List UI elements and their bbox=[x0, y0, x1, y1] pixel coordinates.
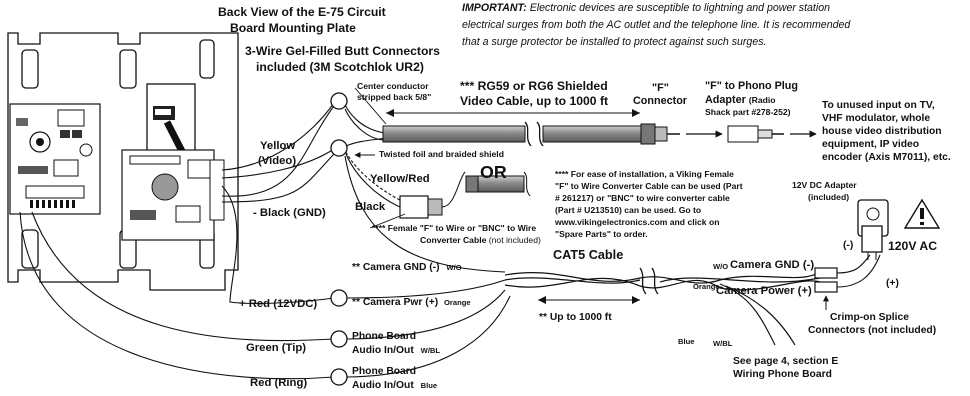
adapter-included: (included) bbox=[808, 192, 850, 202]
wire-yellow-label: Yellow bbox=[260, 140, 296, 152]
phono-adapter-title: "F" to Phono Plug bbox=[705, 80, 798, 92]
cat5-cable bbox=[504, 267, 821, 346]
power-adapter bbox=[857, 199, 889, 260]
important-label: IMPORTANT: bbox=[462, 2, 527, 14]
plus-label: (+) bbox=[886, 278, 899, 289]
viking-note-4: (Part # U213510) can be used. Go to bbox=[555, 205, 702, 215]
yellow-red-label: Yellow/Red bbox=[370, 173, 430, 185]
phone-board-1-audio: Audio In/Out bbox=[352, 345, 414, 356]
destination-line-2: VHF modulator, whole bbox=[822, 113, 931, 124]
wire-orange-right: Orange bbox=[693, 282, 720, 291]
cat5-label: CAT5 Cable bbox=[553, 248, 624, 262]
ac-label: 120V AC bbox=[888, 239, 937, 253]
camera-pwr-left-text: ** Camera Pwr (+) bbox=[352, 297, 439, 308]
phone-board-1-subtitle: Audio In/Out W/BL bbox=[352, 345, 440, 357]
wire-wbl-left: W/BL bbox=[420, 346, 441, 355]
twisted-shield-label: Twisted foil and braided shield bbox=[379, 149, 504, 159]
butt-connector bbox=[330, 92, 348, 386]
important-note: IMPORTANT: Electronic devices are suscep… bbox=[462, 2, 831, 15]
see-page-label-2: Wiring Phone Board bbox=[733, 369, 832, 380]
center-conductor-label-2: stripped back 5/8" bbox=[357, 92, 432, 102]
video-cable-title: *** RG59 or RG6 Shielded bbox=[460, 79, 608, 93]
wire-red-12vdc-label: + Red (12VDC) bbox=[239, 298, 318, 310]
adapter-label: 12V DC Adapter bbox=[792, 180, 857, 190]
viking-note-6: "Spare Parts" to order. bbox=[555, 229, 648, 239]
phono-adapter-word: Adapter bbox=[705, 94, 746, 106]
wire-blue-left: Blue bbox=[420, 381, 438, 390]
important-line-1: Electronic devices are susceptible to li… bbox=[529, 2, 831, 14]
cat5-length-label: ** Up to 1000 ft bbox=[539, 312, 612, 323]
viking-note-3: # 261217) or "BNC" to wire converter cab… bbox=[555, 193, 730, 203]
f-connector-label: "F" bbox=[652, 82, 669, 94]
crimp-connector bbox=[814, 267, 838, 293]
important-line-3: that a surge protector be installed to p… bbox=[462, 36, 767, 48]
crimp-label-2: Connectors (not included) bbox=[808, 325, 937, 336]
wire-orange-left: Orange bbox=[444, 298, 471, 307]
black-label: Black bbox=[355, 201, 386, 213]
camera-gnd-right-label: Camera GND (-) bbox=[730, 259, 815, 271]
destination-line-1: To unused input on TV, bbox=[822, 100, 935, 111]
connector-wires bbox=[344, 104, 511, 378]
phone-board-2-audio: Audio In/Out bbox=[352, 380, 414, 391]
right-circuit-board bbox=[121, 149, 225, 241]
female-f-note-not-included: (not included) bbox=[488, 235, 541, 245]
phono-adapter-radio: (Radio bbox=[748, 95, 776, 105]
viking-note-1: **** For ease of installation, a Viking … bbox=[555, 169, 734, 179]
wire-wo-left: W/O bbox=[446, 263, 462, 272]
wire-black-gnd-label: - Black (GND) bbox=[253, 207, 326, 219]
wire-red-ring-label: Red (Ring) bbox=[250, 377, 308, 389]
f-connector-label-2: Connector bbox=[633, 95, 687, 107]
see-page-label: See page 4, section E bbox=[733, 356, 839, 367]
wire-wo-right: W/O bbox=[713, 262, 729, 271]
converter-cable bbox=[399, 171, 531, 219]
destination-line-5: encoder (Axis M7011), etc. bbox=[822, 152, 951, 163]
coax-cable bbox=[382, 121, 680, 147]
or-label: OR bbox=[480, 162, 507, 182]
back-view-subtitle: Board Mounting Plate bbox=[230, 21, 356, 35]
destination-line-4: equipment, IP video bbox=[822, 139, 920, 150]
phono-adapter-part: Shack part #278-252) bbox=[705, 107, 791, 117]
wire-wbl-right: W/BL bbox=[713, 339, 733, 348]
phone-board-1-title: Phone Board bbox=[352, 331, 417, 342]
left-circuit-board bbox=[9, 103, 101, 215]
board-wires bbox=[19, 102, 335, 380]
warning-icon bbox=[903, 198, 941, 229]
phone-board-2-title: Phone Board bbox=[352, 366, 417, 377]
female-f-note-cable: Converter Cable bbox=[420, 235, 487, 245]
important-line-2: electrical surges from both the AC outle… bbox=[462, 19, 851, 31]
wire-video-label: (Video) bbox=[258, 155, 297, 167]
camera-gnd-left-text: ** Camera GND (-) bbox=[352, 262, 440, 273]
back-view-title: Back View of the E-75 Circuit bbox=[218, 5, 386, 19]
butt-connectors-subtitle: included (3M Scotchlok UR2) bbox=[256, 60, 424, 74]
crimp-label: Crimp-on Splice bbox=[830, 312, 909, 323]
destination-line-3: house video distribution bbox=[822, 126, 942, 137]
viking-note-5: www.vikingelectronics.com and click on bbox=[555, 217, 720, 227]
camera-power-right-label: Camera Power (+) bbox=[716, 285, 812, 297]
female-f-note-2: Converter Cable (not included) bbox=[420, 235, 541, 246]
female-f-note: **** Female "F" to Wire or "BNC" to Wire bbox=[372, 223, 537, 233]
center-conductor-label: Center conductor bbox=[357, 81, 429, 91]
video-cable-subtitle: Video Cable, up to 1000 ft bbox=[460, 94, 609, 108]
minus-label: (-) bbox=[843, 240, 854, 251]
phone-board-2-subtitle: Audio In/Out Blue bbox=[352, 380, 437, 392]
viking-note-2: "F" to Wire Converter Cable can be used … bbox=[555, 181, 743, 191]
butt-connectors-title: 3-Wire Gel-Filled Butt Connectors bbox=[245, 44, 440, 58]
wire-green-tip-label: Green (Tip) bbox=[246, 342, 307, 354]
wire-blue-right: Blue bbox=[678, 337, 695, 346]
camera-pwr-left-label: ** Camera Pwr (+) Orange bbox=[352, 297, 471, 309]
phono-adapter bbox=[727, 125, 784, 143]
camera-gnd-left-label: ** Camera GND (-) W/O bbox=[352, 262, 462, 274]
phono-adapter-line-2: Adapter (Radio bbox=[705, 94, 776, 106]
